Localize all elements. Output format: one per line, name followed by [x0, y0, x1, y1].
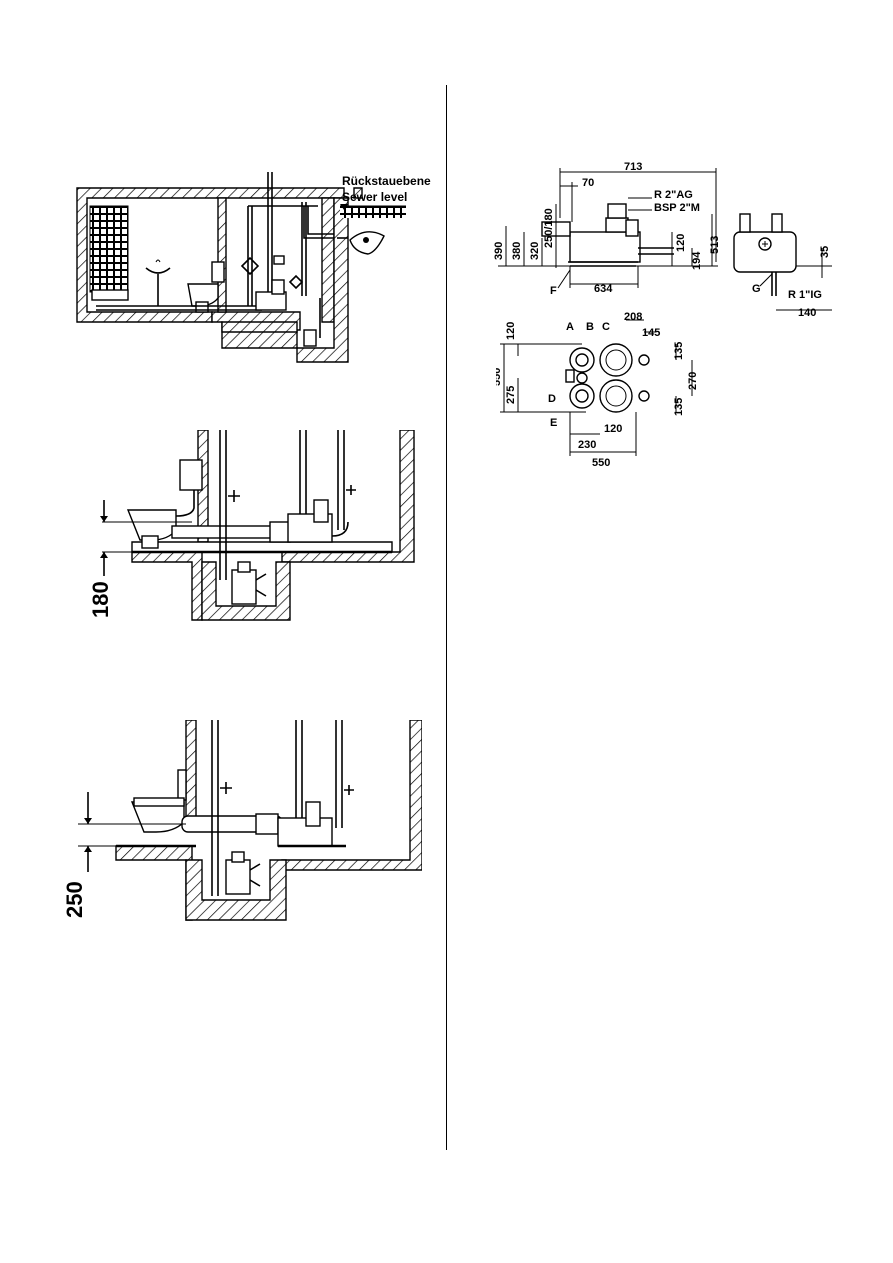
dim-275: 275 [505, 386, 517, 404]
side-elevation-drawing: 713 70 R 2"AG BSP 2"M 390 380 320 250/18… [493, 161, 832, 319]
label-c: C [602, 321, 610, 333]
label-g: G [752, 283, 761, 295]
dim-70: 70 [582, 177, 594, 189]
dim-35: 35 [819, 246, 831, 258]
dim-550-vertical: 550 [496, 368, 503, 386]
dim-120: 120 [675, 234, 687, 252]
thread-r2ag: R 2"AG [654, 189, 693, 201]
thread-bsp2m: BSP 2"M [654, 202, 700, 214]
dim-208: 208 [624, 312, 642, 323]
dim-135-top: 135 [673, 342, 685, 360]
plan-view-drawing: 120 A B C 208 145 135 550 275 270 135 D … [496, 312, 699, 469]
dim-120-bottom: 120 [604, 423, 622, 435]
dim-194: 194 [691, 251, 703, 270]
building-installation-figure: Rückstauebene Sewer level [76, 172, 431, 363]
dim-230: 230 [578, 439, 596, 451]
label-b: B [586, 321, 594, 333]
sewer-level-label-en: Sewer level [342, 190, 407, 204]
dim-270: 270 [687, 372, 699, 390]
dim-320: 320 [529, 242, 541, 260]
dimension-180: 180 [92, 581, 113, 618]
label-e: E [550, 417, 557, 429]
dim-250-180: 250/180 [543, 208, 555, 248]
dim-550-horizontal: 550 [592, 457, 610, 469]
dim-145: 145 [642, 327, 660, 339]
thread-r1ig: R 1"IG [788, 289, 822, 301]
dim-390: 390 [493, 242, 505, 260]
dim-713: 713 [624, 161, 642, 173]
dim-135-bottom: 135 [673, 398, 685, 416]
dim-120-top: 120 [505, 322, 517, 340]
label-f: F [550, 285, 557, 297]
installation-180-figure: 180 [92, 430, 415, 621]
dimension-250: 250 [62, 881, 87, 918]
column-divider [446, 85, 447, 1150]
dim-634: 634 [594, 283, 613, 295]
dim-513: 513 [709, 236, 721, 254]
label-d: D [548, 393, 556, 405]
label-a: A [566, 321, 574, 333]
sewer-level-label-de: Rückstauebene [342, 174, 431, 188]
dim-380: 380 [511, 242, 523, 260]
installation-250-figure: 250 [62, 720, 422, 921]
dim-140: 140 [798, 307, 816, 319]
